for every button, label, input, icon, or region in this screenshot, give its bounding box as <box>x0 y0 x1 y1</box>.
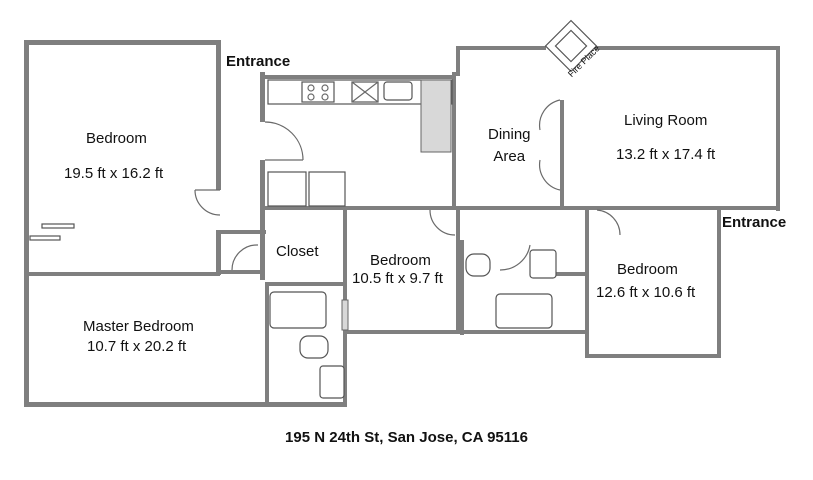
entrance-right-label: Entrance <box>722 214 787 231</box>
address-caption: 195 N 24th St, San Jose, CA 95116 <box>285 429 528 446</box>
bath-fixtures <box>269 249 557 399</box>
room-size-living-room: 13.2 ft x 17.4 ft <box>616 146 716 163</box>
dining-area-label: Dining Area <box>488 126 531 165</box>
room-size-bedroom-2: 10.5 ft x 9.7 ft <box>352 270 443 287</box>
closet-markers <box>29 223 75 241</box>
room-name-bedroom-1: Bedroom <box>86 130 147 147</box>
room-name-bedroom-2: Bedroom <box>370 252 431 269</box>
closet-label: Closet <box>276 243 319 260</box>
room-size-bedroom-3: 12.6 ft x 10.6 ft <box>596 284 696 301</box>
room-size-bedroom-1: 19.5 ft x 16.2 ft <box>64 165 164 182</box>
kitchen-fixtures <box>267 79 453 207</box>
fireplace <box>544 19 598 73</box>
room-size-master-bedroom: 10.7 ft x 20.2 ft <box>87 338 187 355</box>
entrance-top-label: Entrance <box>226 53 291 70</box>
door-swings <box>194 99 621 271</box>
room-name-living-room: Living Room <box>624 112 708 129</box>
room-name-master-bedroom: Master Bedroom <box>83 318 194 335</box>
room-name-bedroom-3: Bedroom <box>617 261 678 278</box>
